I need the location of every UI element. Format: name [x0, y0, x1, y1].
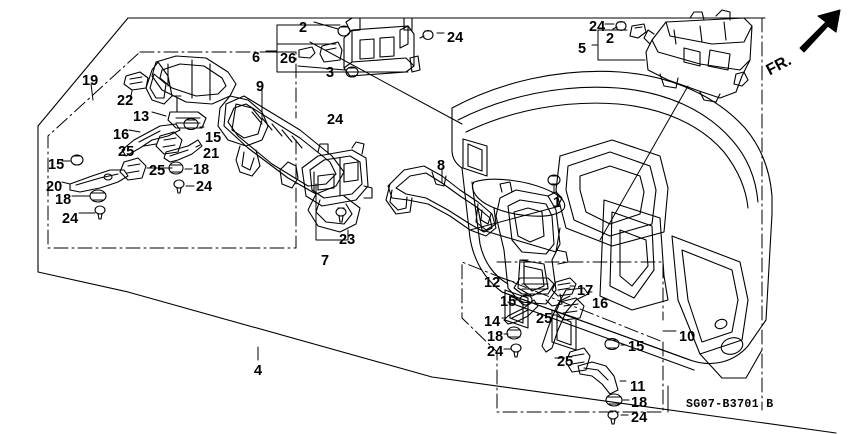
callout-15: 15: [48, 157, 65, 173]
callout-6: 6: [252, 50, 261, 66]
callout-25: 25: [536, 311, 553, 327]
fastener-18-g10-b: [605, 393, 623, 407]
callout-25: 25: [557, 354, 574, 370]
small-part-21: [163, 139, 203, 163]
instrument-panel-body: [451, 70, 773, 379]
front-direction-arrow: [799, 9, 841, 53]
callout-25: 25: [149, 163, 166, 179]
small-part-16-rod-right: [541, 287, 589, 353]
group-6-box: [265, 24, 409, 73]
callout-16: 16: [113, 127, 130, 143]
small-part-17: [551, 277, 577, 297]
callout-13: 13: [133, 109, 150, 125]
fastener-1: [547, 174, 561, 186]
callout-16: 16: [592, 296, 609, 312]
callout-18: 18: [631, 395, 648, 411]
leader-panel-cowl: [599, 85, 689, 241]
side-duct-part-8: [385, 165, 497, 237]
vent-part-7: [301, 141, 373, 207]
fastener-18-left-b: [89, 189, 107, 203]
callout-15: 15: [628, 339, 645, 355]
fastener-24-top: [419, 29, 434, 41]
fastener-24-g10-b: [607, 410, 619, 425]
callout-1: 1: [553, 195, 562, 211]
callout-19: 19: [82, 73, 99, 89]
fastener-15-g10-b: [604, 337, 620, 351]
fastener-18-g10-a: [506, 326, 522, 340]
small-part-14: [503, 299, 539, 325]
cowl-cover-part-5: [643, 9, 753, 103]
callout-5: 5: [578, 41, 587, 57]
small-part-16-rod-left: [121, 123, 181, 157]
fastener-15-left-b: [70, 154, 84, 166]
callout-24: 24: [62, 211, 79, 227]
small-part-13: [167, 95, 207, 129]
callout-17: 17: [577, 283, 594, 299]
center-duct-part-9-long: [223, 95, 361, 233]
callout-18: 18: [487, 329, 504, 345]
fastener-group-top-bracket: [298, 25, 359, 78]
callout-11: 11: [630, 379, 646, 395]
callout-18: 18: [193, 162, 210, 178]
leader-19: [90, 83, 94, 101]
part-number-label: SG07-B3701 B: [686, 398, 774, 411]
group-19-boundary: [47, 51, 297, 249]
callout-3: 3: [326, 65, 335, 81]
callout-24: 24: [631, 410, 648, 426]
callout-7: 7: [321, 253, 330, 269]
callout-23: 23: [339, 232, 356, 248]
small-part-20: [69, 169, 129, 193]
callout-21: 21: [203, 146, 220, 162]
callout-8: 8: [437, 158, 446, 174]
callout-2: 2: [299, 20, 308, 36]
fastener-24-left-a: [173, 179, 185, 194]
small-part-25-left-a: [155, 131, 183, 155]
fastener-24-g10-a: [510, 343, 522, 358]
callout-22: 22: [117, 93, 134, 109]
fastener-15-left-a: [183, 117, 199, 131]
callout-4: 4: [254, 363, 263, 379]
callout-2: 2: [606, 31, 615, 47]
callout-24: 24: [447, 30, 464, 46]
callout-15: 15: [500, 294, 517, 310]
callout-24: 24: [589, 19, 606, 35]
leader-7: [315, 183, 349, 241]
callout-10: 10: [679, 329, 696, 345]
small-part-25-g10-b: [565, 347, 591, 373]
small-part-11: [577, 361, 619, 395]
callout-9: 9: [256, 79, 265, 95]
callout-14: 14: [484, 314, 501, 330]
small-part-12: [513, 259, 555, 295]
center-bracket-part-6: [319, 17, 421, 77]
leader-panel-top: [309, 41, 463, 125]
defroster-duct-part-9: [145, 55, 269, 177]
callout-15: 15: [205, 130, 222, 146]
fastener-24-left-b: [94, 205, 106, 220]
callout-20: 20: [46, 179, 63, 195]
small-part-25-g10-a: [555, 297, 585, 321]
callout-18: 18: [55, 192, 72, 208]
callout-24: 24: [196, 179, 213, 195]
vent-assembly-group-10-head: [495, 181, 569, 307]
fastener-group-cowl: [612, 20, 647, 39]
callout-25: 25: [118, 144, 135, 160]
callout-12: 12: [484, 275, 501, 291]
small-part-25-left-b: [119, 157, 147, 181]
callout-24: 24: [327, 112, 344, 128]
small-part-22: [123, 71, 149, 91]
fastener-23: [335, 207, 347, 223]
callout-24: 24: [487, 344, 504, 360]
fastener-18-left-a: [168, 161, 184, 175]
group-4-boundary: [37, 17, 837, 434]
callout-26: 26: [280, 51, 297, 67]
